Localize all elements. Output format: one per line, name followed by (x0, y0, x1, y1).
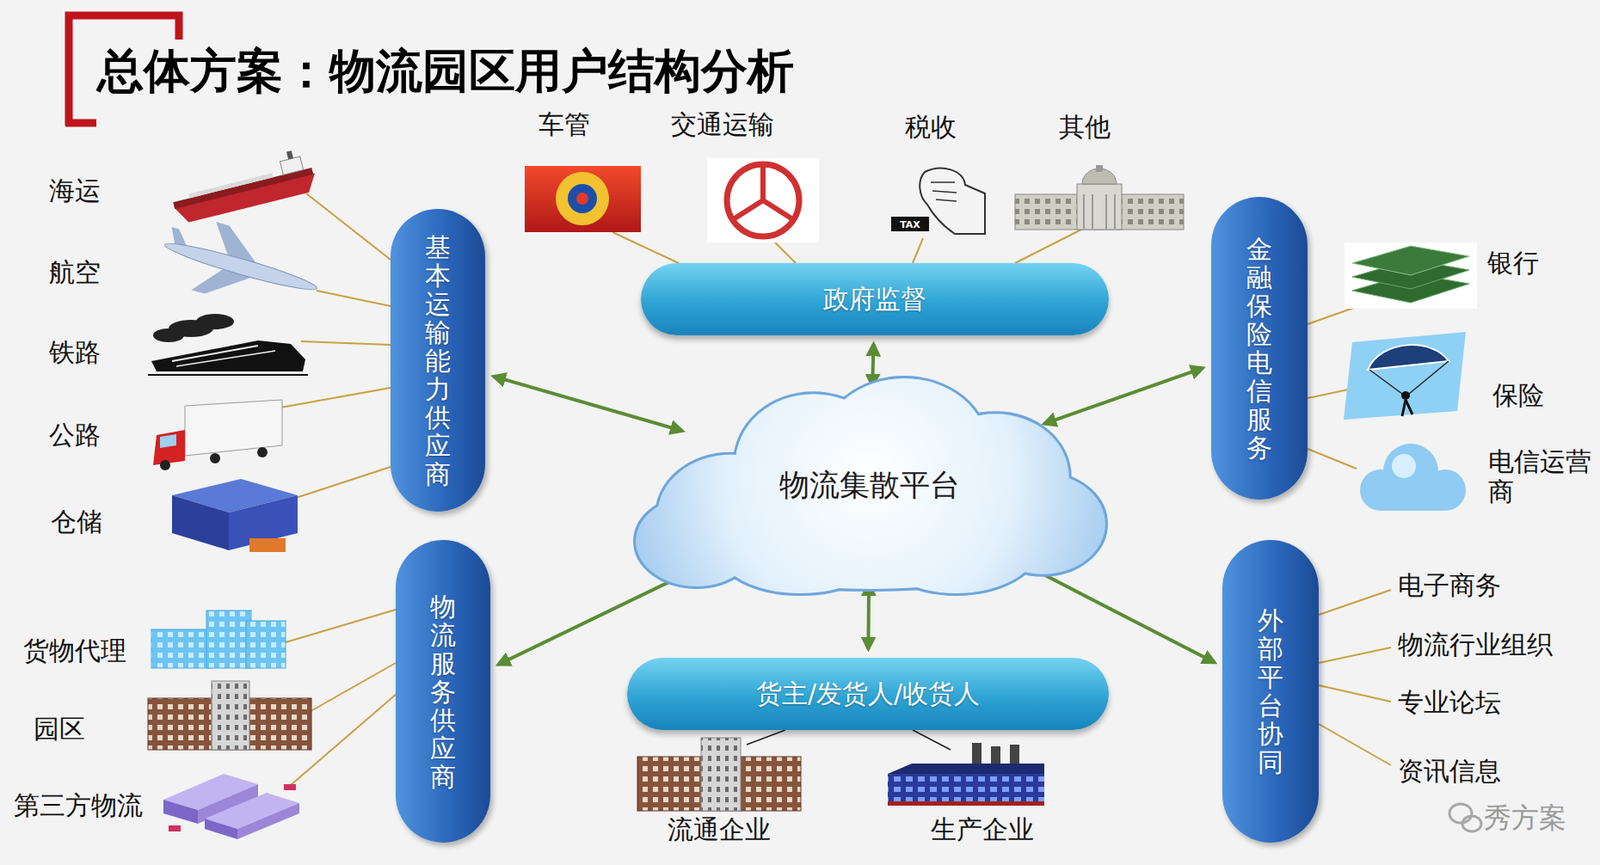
item-label: 航空 (49, 255, 101, 291)
item-label: TAX (899, 219, 921, 231)
truck-icon (153, 400, 283, 471)
distribution-building-icon (637, 738, 801, 812)
police-badge-icon (524, 166, 641, 233)
horizontal-band: 政府监督 (640, 263, 1109, 336)
airplane-icon (154, 209, 327, 323)
item-label: 流通企业 (667, 812, 771, 849)
item-label: 保险 (1492, 378, 1545, 414)
tax-hand-icon (891, 168, 985, 234)
item-label: 交通运输 (670, 107, 775, 143)
leader-lines-dark (746, 730, 951, 751)
double-arrow (872, 344, 874, 387)
node-text: 外部平台协同 (1257, 606, 1284, 777)
vertical-band: 物流服务供应商 (395, 540, 491, 844)
double-arrow (493, 376, 684, 431)
vertical-band: 基本运输能力供应商 (390, 209, 486, 512)
money-icon (1344, 242, 1477, 309)
ship-icon (167, 146, 320, 225)
item-label: 电子商务 (1397, 568, 1502, 604)
factory-icon (887, 743, 1045, 807)
train-icon (147, 313, 308, 376)
node-text: 基本运输能力供应商 (424, 233, 451, 489)
item-label: 海运 (49, 173, 101, 210)
park-building-icon (147, 681, 312, 751)
item-label: 银行 (1487, 246, 1539, 282)
double-arrow (1044, 368, 1204, 425)
item-label: 铁路 (49, 335, 101, 371)
item-label: 园区 (33, 712, 86, 748)
node-text: 物流集散平台 (779, 465, 960, 506)
item-label: 专业论坛 (1397, 685, 1502, 721)
item-label: 货物代理 (23, 633, 127, 670)
vertical-band: 金融保险电信服务 (1211, 196, 1308, 500)
horizontal-band: 货主/发货人/收货人 (627, 658, 1109, 731)
platform-cloud: 物流集散平台 (627, 372, 1113, 598)
item-label: 车管 (538, 107, 591, 143)
telecom-cloud-icon (1360, 443, 1466, 511)
government-building-icon (1015, 165, 1184, 230)
node-text: 政府监督 (823, 282, 927, 318)
watermark: 秀方案 (1483, 800, 1567, 838)
node-text: 物流服务供应商 (430, 592, 456, 792)
item-label: 生产企业 (930, 812, 1034, 849)
item-label: 电信运营商 (1488, 447, 1594, 507)
office-building-icon (151, 610, 286, 669)
item-label: 物流行业组织 (1397, 627, 1553, 664)
item-label: 税收 (904, 110, 957, 146)
watermark-logo (1449, 804, 1482, 832)
double-arrow (866, 584, 871, 650)
transport-sign-icon (707, 158, 819, 243)
item-label: 第三方物流 (13, 788, 143, 825)
node-text: 金融保险电信服务 (1246, 234, 1273, 462)
item-label: 资讯信息 (1397, 754, 1502, 790)
item-label: 公路 (49, 418, 101, 454)
node-text: 货主/发货人/收货人 (756, 676, 980, 713)
page-title: 总体方案：物流园区用户结构分析 (97, 40, 794, 104)
logistics-center-icon (163, 774, 300, 840)
parachute-icon (1343, 332, 1466, 420)
vertical-band: 外部平台协同 (1222, 540, 1319, 844)
item-label: 其他 (1058, 110, 1111, 146)
item-label: 仓储 (50, 504, 103, 541)
warehouse-icon (172, 479, 298, 553)
